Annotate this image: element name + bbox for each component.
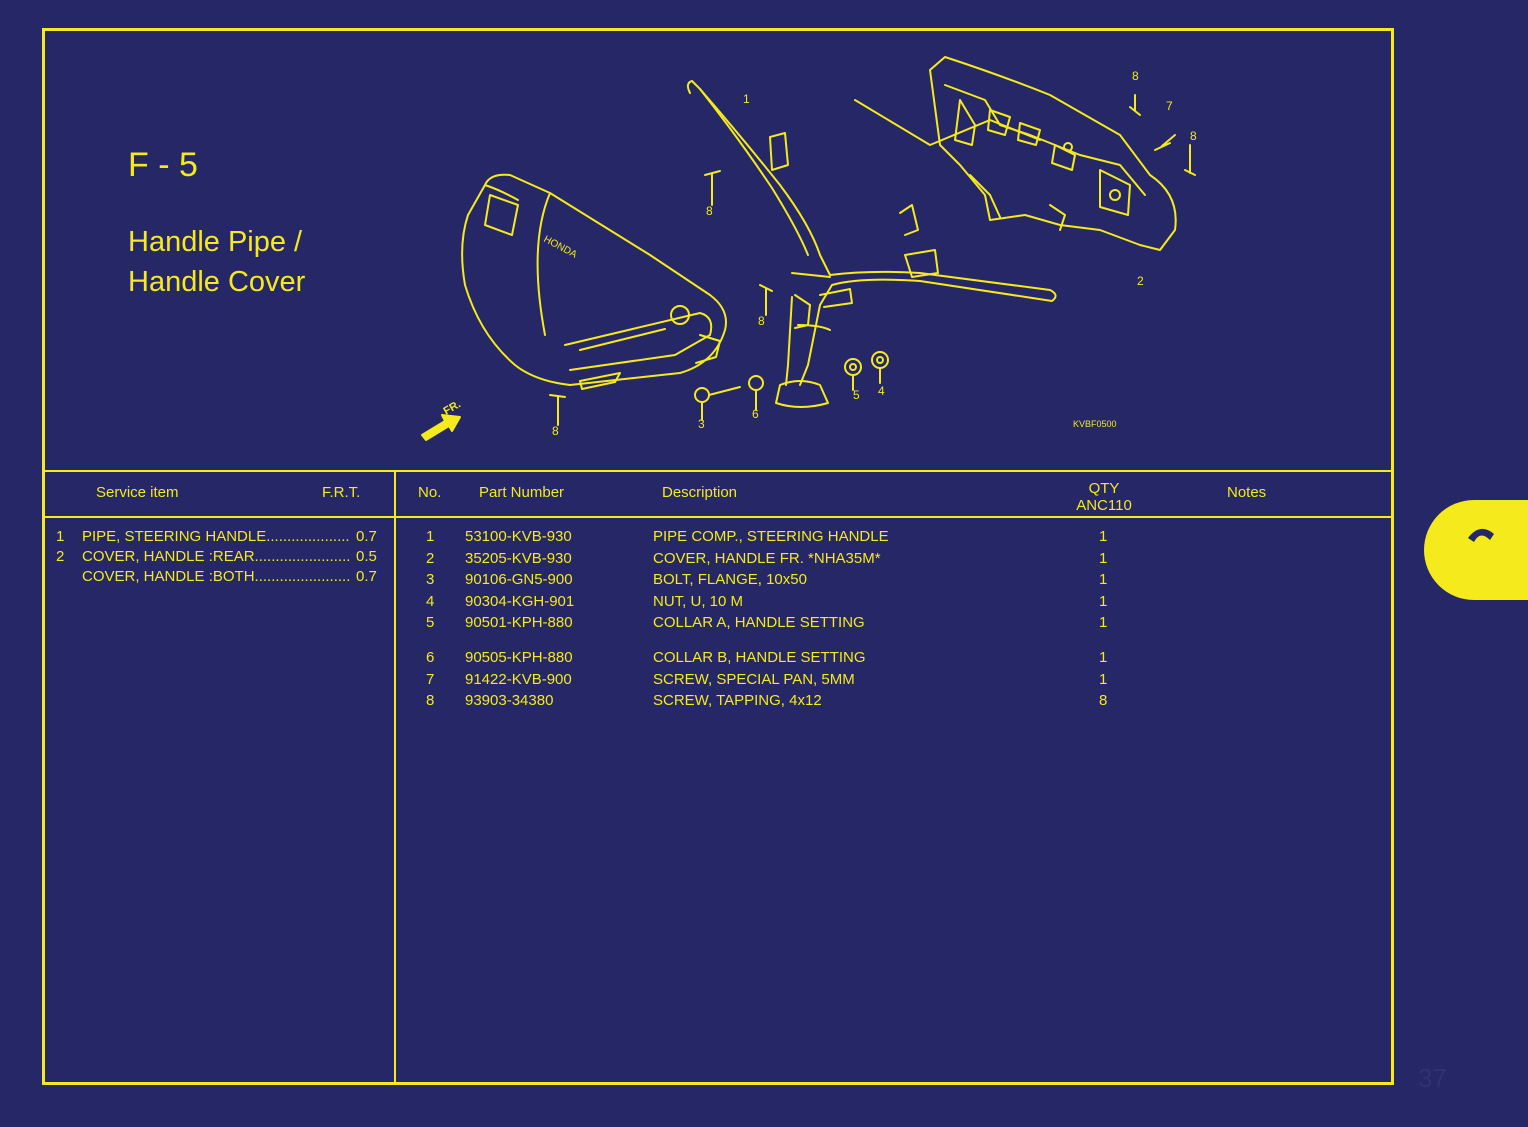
frt-header: F.R.T. bbox=[322, 484, 361, 501]
service-num: 1 bbox=[56, 528, 65, 545]
callout-8-e: 8 bbox=[1190, 129, 1197, 143]
part-qty: 1 bbox=[1099, 528, 1108, 545]
part-qty: 1 bbox=[1099, 571, 1108, 588]
part-description: COLLAR B, HANDLE SETTING bbox=[653, 649, 866, 666]
part-no: 3 bbox=[426, 571, 435, 588]
service-row: 1 bbox=[56, 528, 64, 545]
callout-1: 1 bbox=[743, 92, 750, 106]
service-item: COVER, HANDLE :REAR.....................… bbox=[82, 548, 350, 565]
page-frame bbox=[42, 28, 1394, 1085]
description-header: Description bbox=[662, 484, 738, 501]
part-number-header: Part Number bbox=[479, 484, 565, 501]
tab-icon bbox=[1468, 528, 1494, 542]
service-frt: 0.7 bbox=[356, 568, 377, 585]
part-no: 4 bbox=[426, 593, 435, 610]
callout-2: 2 bbox=[1137, 274, 1144, 288]
part-no: 2 bbox=[426, 550, 435, 567]
brand-label: HONDA bbox=[542, 234, 579, 261]
part-no: 6 bbox=[426, 649, 435, 666]
part-qty: 1 bbox=[1099, 614, 1108, 631]
part-description: SCREW, TAPPING, 4x12 bbox=[653, 692, 822, 709]
section-title-line1: Handle Pipe / bbox=[128, 226, 303, 258]
exploded-parts-diagram: 1 8 8 8 3 6 5 4 8 7 8 2 FR. HONDA KVBF05… bbox=[421, 56, 1197, 441]
section-title: Handle Pipe / Handle Cover bbox=[128, 222, 305, 302]
part-qty: 1 bbox=[1099, 550, 1108, 567]
section-title-line2: Handle Cover bbox=[128, 266, 306, 298]
service-frt: 0.5 bbox=[356, 548, 377, 565]
rear-handle-cover bbox=[929, 56, 1177, 251]
front-arrow-icon bbox=[421, 414, 461, 441]
part-number: 90501-KPH-880 bbox=[465, 614, 573, 631]
part-no: 1 bbox=[426, 528, 435, 545]
part-number: 90505-KPH-880 bbox=[465, 649, 573, 666]
side-nav-tab[interactable] bbox=[1424, 500, 1528, 600]
callout-3: 3 bbox=[698, 417, 705, 431]
part-description: COLLAR A, HANDLE SETTING bbox=[653, 614, 865, 631]
no-header: No. bbox=[418, 484, 442, 501]
part-description: PIPE COMP., STEERING HANDLE bbox=[653, 528, 889, 545]
fasteners bbox=[549, 94, 1196, 426]
callout-8-b: 8 bbox=[758, 314, 765, 328]
service-frt: 0.7 bbox=[356, 528, 377, 545]
qty-header: QTY ANC110 bbox=[1074, 480, 1134, 514]
callout-7: 7 bbox=[1166, 99, 1173, 113]
service-item: PIPE, STEERING HANDLE...................… bbox=[82, 528, 350, 545]
part-no: 5 bbox=[426, 614, 435, 631]
part-no: 7 bbox=[426, 671, 435, 688]
part-number: 35205-KVB-930 bbox=[465, 550, 572, 567]
part-qty: 1 bbox=[1099, 593, 1108, 610]
front-label: FR. bbox=[442, 398, 463, 417]
page-number: 37 bbox=[1418, 1063, 1447, 1093]
part-number: 53100-KVB-930 bbox=[465, 528, 572, 545]
callout-5: 5 bbox=[853, 388, 860, 402]
table-header-divider bbox=[42, 516, 1394, 518]
part-description: COVER, HANDLE FR. *NHA35M* bbox=[653, 550, 881, 567]
part-qty: 8 bbox=[1099, 692, 1108, 709]
part-description: NUT, U, 10 M bbox=[653, 593, 744, 610]
front-handle-cover bbox=[461, 173, 727, 390]
service-num: 2 bbox=[56, 548, 65, 565]
callout-8-c: 8 bbox=[552, 424, 559, 438]
handle-pipe bbox=[686, 80, 1057, 408]
part-description: BOLT, FLANGE, 10x50 bbox=[653, 571, 807, 588]
callout-8-d: 8 bbox=[1132, 69, 1139, 83]
notes-header: Notes bbox=[1227, 484, 1267, 501]
service-item-header: Service item bbox=[96, 484, 179, 501]
part-qty: 1 bbox=[1099, 671, 1108, 688]
part-number: 90106-GN5-900 bbox=[465, 571, 573, 588]
callout-6: 6 bbox=[752, 407, 759, 421]
service-item: COVER, HANDLE :BOTH.....................… bbox=[82, 568, 350, 585]
part-number: 93903-34380 bbox=[465, 692, 554, 709]
table-column-divider bbox=[394, 471, 396, 1085]
service-row: 2 bbox=[56, 548, 64, 565]
table-top-divider bbox=[42, 470, 1394, 472]
part-number: 90304-KGH-901 bbox=[465, 593, 575, 610]
diagram-ref-code: KVBF0500 bbox=[1073, 419, 1117, 429]
part-description: SCREW, SPECIAL PAN, 5MM bbox=[653, 671, 855, 688]
part-qty: 1 bbox=[1099, 649, 1108, 666]
part-no: 8 bbox=[426, 692, 435, 709]
callout-8-a: 8 bbox=[706, 204, 713, 218]
part-number: 91422-KVB-900 bbox=[465, 671, 572, 688]
callout-4: 4 bbox=[878, 384, 885, 398]
section-code: F - 5 bbox=[128, 146, 198, 184]
qty-model-header: ANC110 bbox=[1076, 497, 1132, 514]
